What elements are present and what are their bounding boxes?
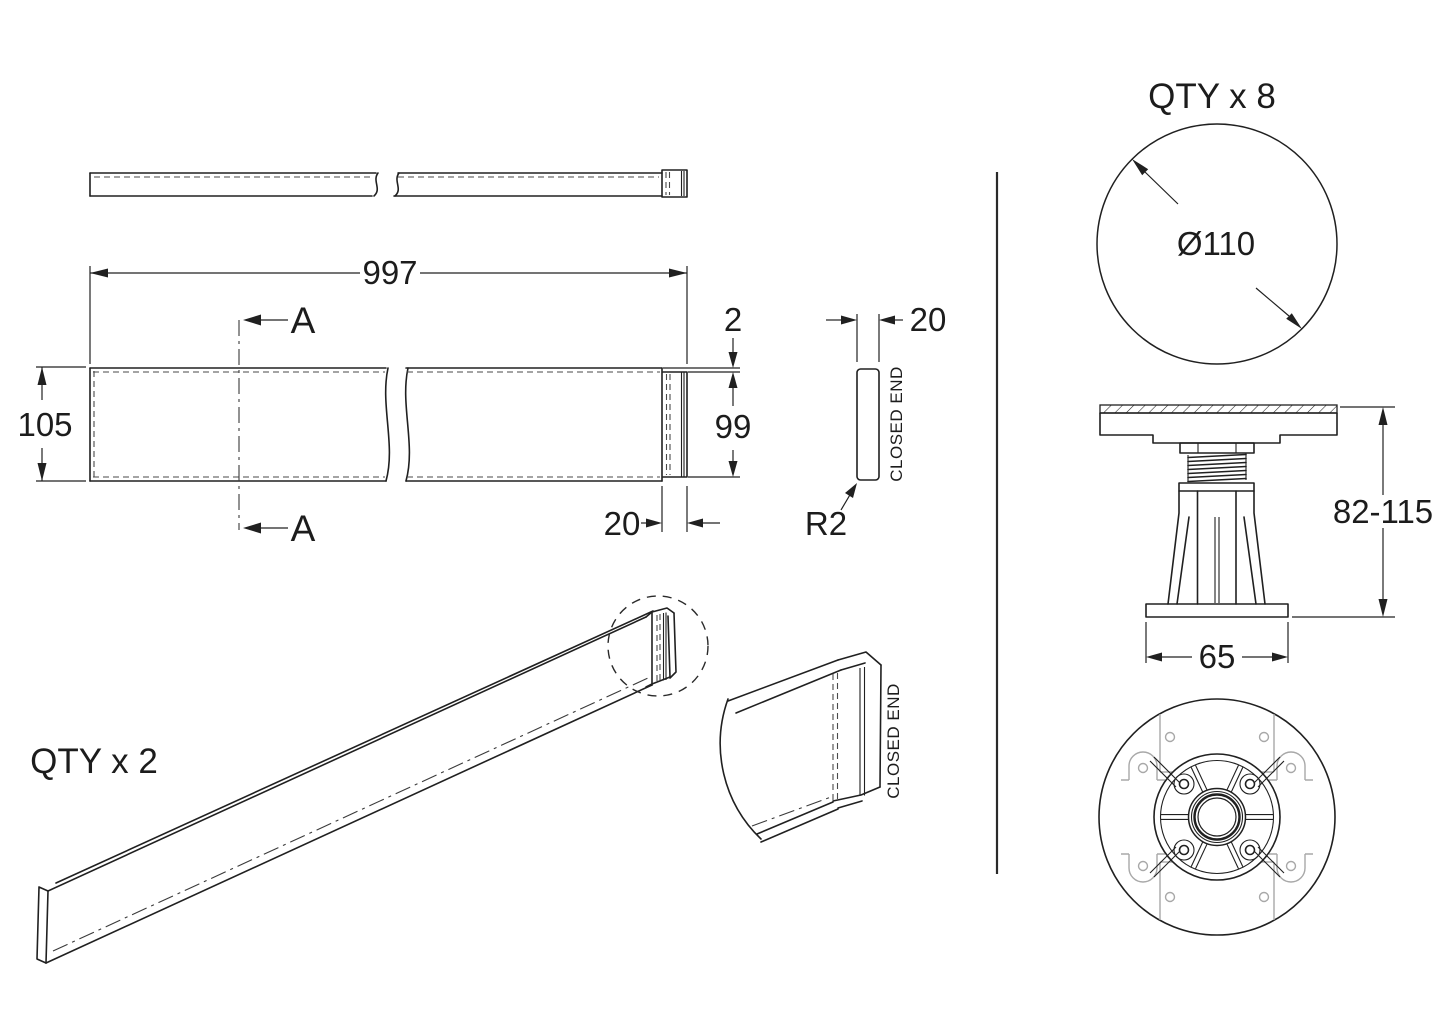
leg-thread (1187, 453, 1247, 483)
dim-997-label: 997 (362, 254, 417, 291)
dim-20-endcap-label: 20 (604, 505, 641, 542)
dim-height-range-label: 82-115 (1333, 493, 1433, 530)
closed-end-detail-label: CLOSED END (884, 683, 903, 799)
dim-997: 997 (89, 254, 688, 364)
section-a-marks: A A (238, 300, 316, 549)
panel-perspective-view: QTY x 2 (30, 595, 709, 964)
closed-end-side-label: CLOSED END (887, 366, 906, 482)
section-label-top: A (291, 300, 316, 341)
leg-bottom-spokes (1161, 765, 1273, 869)
closed-end-side-view: 20 CLOSED END R2 (805, 301, 946, 542)
dim-65-label: 65 (1199, 638, 1236, 675)
dim-diameter-label: Ø110 (1177, 225, 1255, 262)
leg-bottom-view (1098, 698, 1336, 936)
leg-bottom-gray-features (1121, 714, 1313, 920)
leg-diameter-view: QTY x 8 Ø110 (1096, 77, 1338, 365)
dim-20-side-label: 20 (910, 301, 947, 338)
closed-end-detail-view: CLOSED END (719, 651, 903, 843)
dim-105-label: 105 (17, 406, 72, 443)
panel-top-view (89, 169, 688, 198)
qty-leg-label: QTY x 8 (1148, 77, 1276, 116)
dim-20-endcap: 20 (604, 486, 720, 542)
leg-side-view: 65 82-115 (1099, 404, 1433, 675)
detail-circle (607, 595, 709, 697)
dim-2-label: 2 (724, 301, 742, 338)
panel-front-view (89, 367, 740, 482)
qty-panel-label: QTY x 2 (30, 742, 158, 781)
section-label-bottom: A (291, 508, 316, 549)
radius-label: R2 (805, 505, 847, 542)
dim-99-label: 99 (715, 408, 752, 445)
dim-105: 105 (17, 366, 86, 482)
dim-2-99: 2 99 (715, 301, 752, 477)
